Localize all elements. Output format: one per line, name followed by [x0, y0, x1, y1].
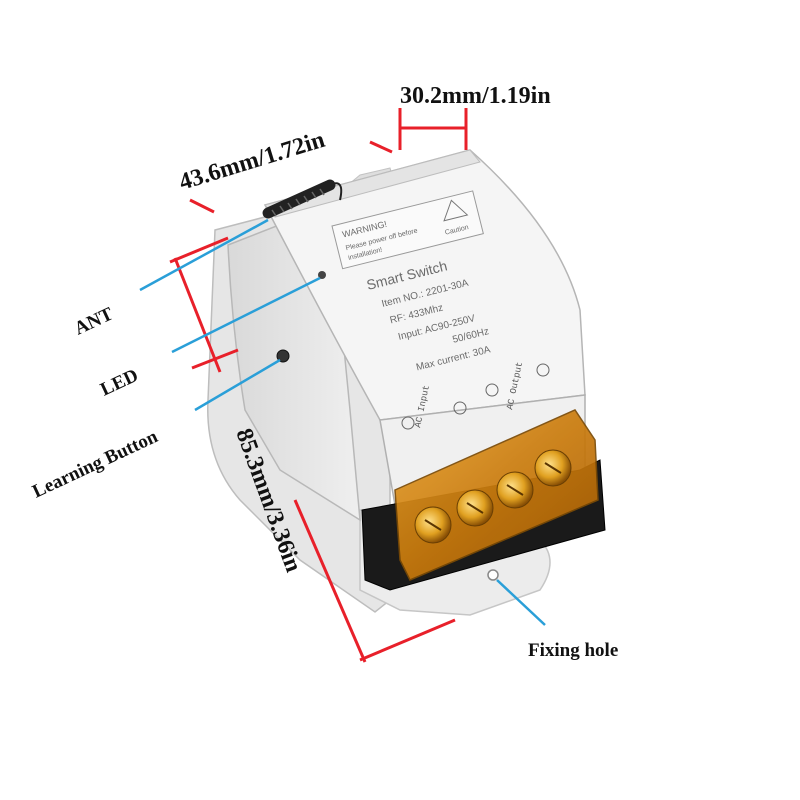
led-label: LED: [97, 365, 141, 401]
terminal-mark-3: [485, 383, 499, 397]
caution-icon: [443, 199, 469, 222]
depth-dimension-label: 43.6mm/1.72in: [176, 127, 328, 196]
terminal-mark-2: [453, 401, 467, 415]
fixing-hole-label: Fixing hole: [528, 640, 618, 661]
antenna-coil: [262, 179, 343, 219]
width-dimension-label: 30.2mm/1.19in: [400, 83, 551, 109]
width-dimension-lines: [398, 108, 468, 150]
led-callout-line: [171, 276, 321, 354]
learning-button-callout-line: [194, 358, 281, 412]
learning-button: [276, 349, 290, 363]
height-dimension-lines: [293, 499, 456, 663]
fixing-hole-callout-line: [496, 579, 546, 626]
ant-callout-line: [139, 218, 269, 292]
ant-label: ANT: [71, 303, 117, 339]
device-label: WARNING! Please power off before install…: [331, 190, 484, 270]
terminal-mark-1: [401, 416, 415, 430]
depth-dimension-lines: [189, 140, 393, 214]
terminal-screws: [414, 449, 572, 544]
fixing-hole: [487, 569, 499, 581]
depth-side-lines: [169, 236, 239, 373]
learning-button-label: Learning Button: [29, 426, 161, 503]
led-indicator: [318, 271, 326, 279]
terminal-mark-4: [536, 363, 550, 377]
